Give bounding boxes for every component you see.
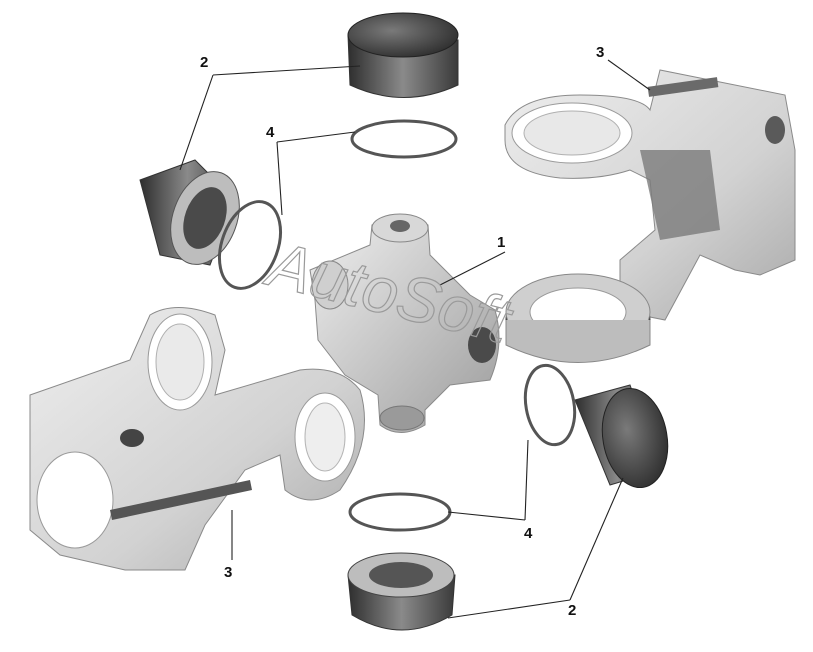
leader-1 <box>439 251 506 286</box>
leader-4-top <box>276 131 356 143</box>
leader-4-bottom <box>447 511 526 521</box>
leader-2-bottom-b <box>569 477 624 601</box>
bearing-cup-top-part <box>347 12 459 98</box>
bearing-cup-right-part <box>574 384 669 489</box>
callout-3-top: 3 <box>596 44 604 61</box>
leader-2-top-b <box>179 74 214 171</box>
callout-2-bottom: 2 <box>568 602 576 619</box>
retaining-ring-bottom <box>348 492 452 532</box>
callout-3-bottom: 3 <box>224 564 232 581</box>
yoke-bottom-part <box>29 307 365 571</box>
leader-3-top <box>607 59 651 91</box>
yoke-ring-lower-part <box>505 273 651 363</box>
yoke-top-part <box>504 69 796 321</box>
retaining-ring-right <box>523 363 577 447</box>
leader-lines <box>179 59 651 619</box>
bearing-cup-bottom-part <box>347 552 456 631</box>
leader-4-top-b <box>276 141 283 216</box>
leader-4-bottom-b <box>524 439 529 521</box>
callout-4-top: 4 <box>266 124 275 141</box>
callout-1: 1 <box>497 234 505 251</box>
retaining-ring-left <box>218 200 282 290</box>
leader-2-top <box>212 65 361 76</box>
leader-2-bottom <box>447 599 571 619</box>
cross-spider-part <box>309 213 500 433</box>
callout-2-top: 2 <box>200 54 208 71</box>
callout-4-bottom: 4 <box>524 525 533 542</box>
retaining-ring-top <box>350 119 458 159</box>
